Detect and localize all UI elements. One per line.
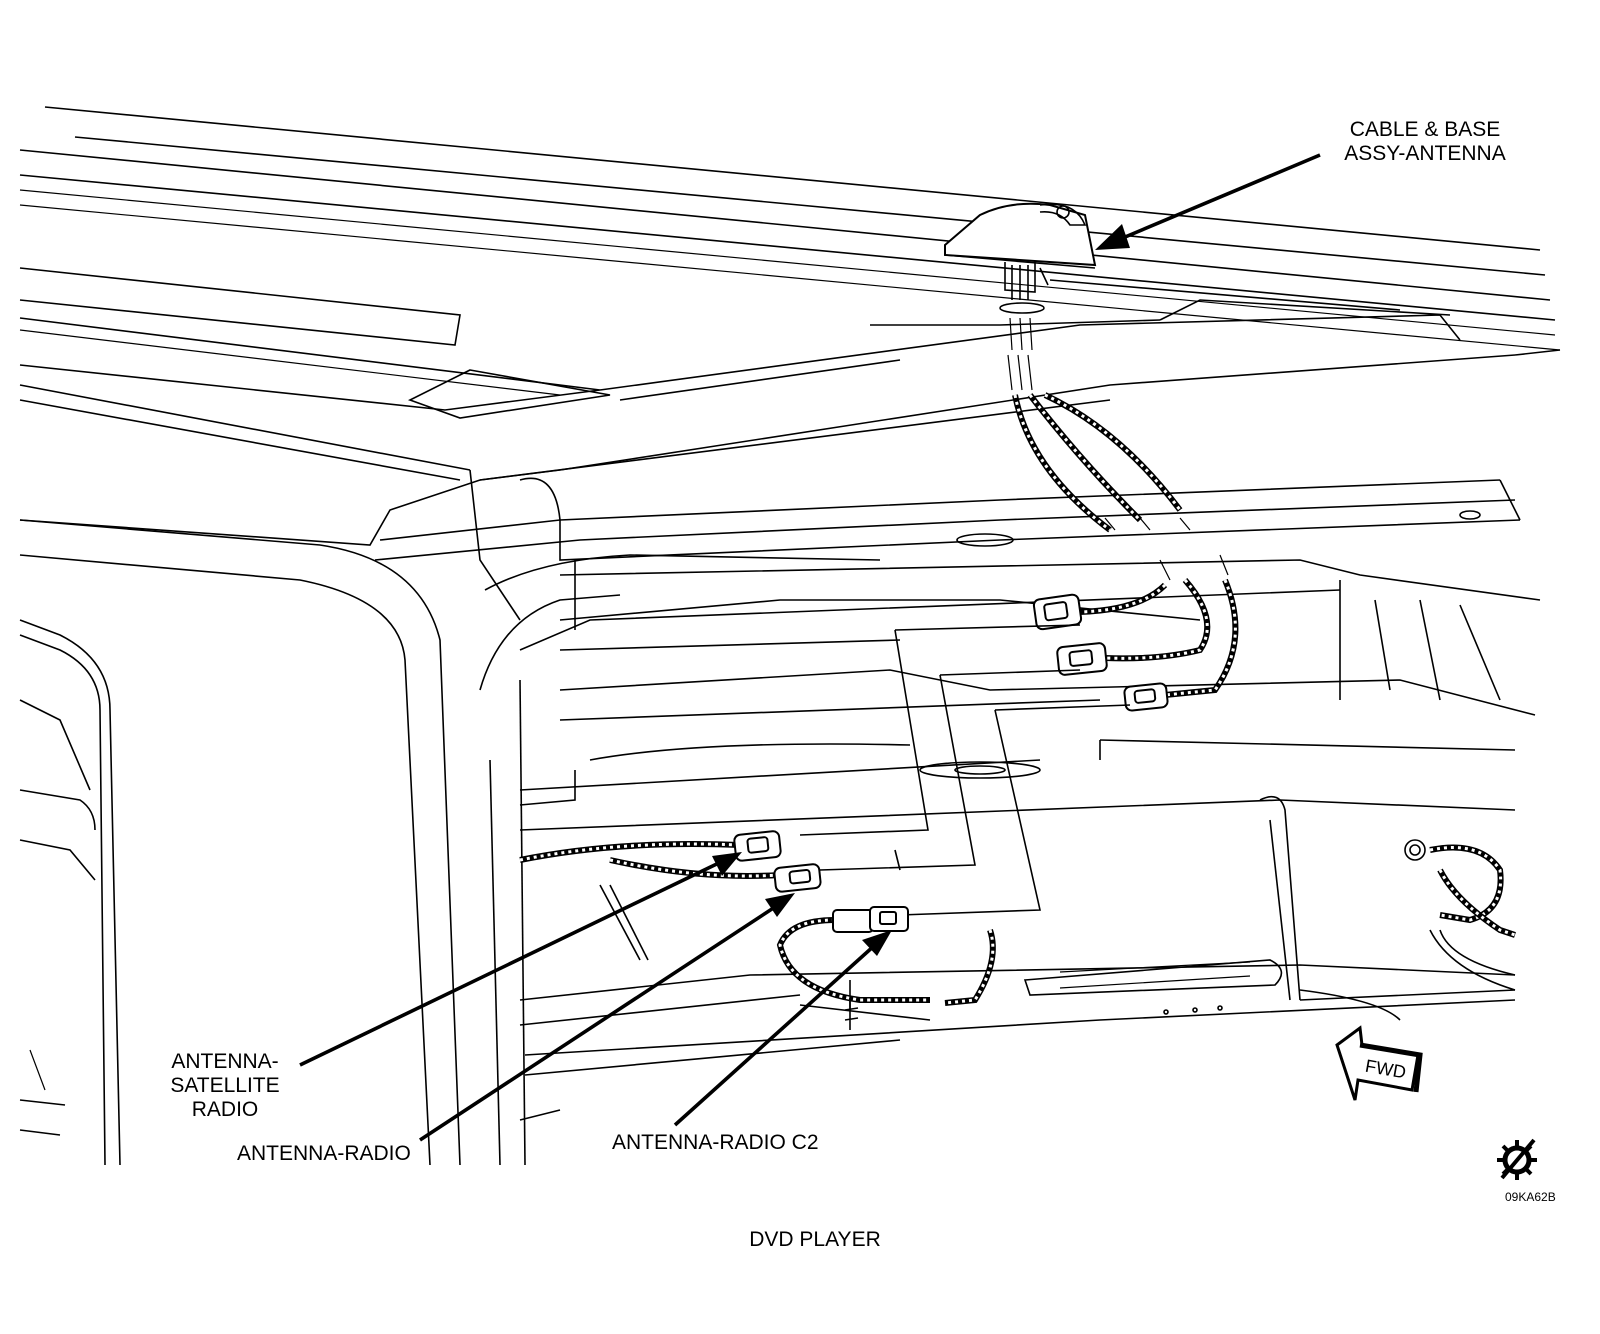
antenna-satellite-radio-label: ANTENNA- SATELLITE RADIO [150, 1050, 300, 1122]
leader-arrows [299, 153, 1321, 1142]
antenna-radio-label: ANTENNA-RADIO [237, 1142, 411, 1165]
figure-caption: DVD PLAYER [749, 1228, 881, 1251]
d-pillar [19, 469, 881, 1166]
label-line: CABLE & BASE [1349, 118, 1501, 141]
rear-header [374, 479, 1541, 701]
upper-connectors [1032, 593, 1169, 712]
antenna-base [944, 202, 1097, 314]
figure-code: 09KA62B [1505, 1190, 1556, 1204]
label-line: ASSY-ANTENNA [1344, 142, 1506, 165]
label-line: SATELLITE [170, 1074, 280, 1097]
label-line: RADIO [191, 1098, 259, 1121]
grommet-assembly [1404, 839, 1516, 938]
antenna-radio-c2-label: ANTENNA-RADIO C2 [612, 1131, 819, 1154]
antenna-cables [1007, 317, 1239, 698]
gear-slash-icon [1497, 1138, 1537, 1180]
interior-trim [519, 599, 1536, 1121]
routing-lines [799, 624, 1131, 916]
fwd-arrow-icon: FWD [1335, 1025, 1423, 1101]
cable-base-assy-antenna-label: CABLE & BASE ASSY-ANTENNA [1330, 118, 1520, 166]
label-line: ANTENNA- [171, 1050, 279, 1073]
roof-panel [19, 106, 1561, 546]
